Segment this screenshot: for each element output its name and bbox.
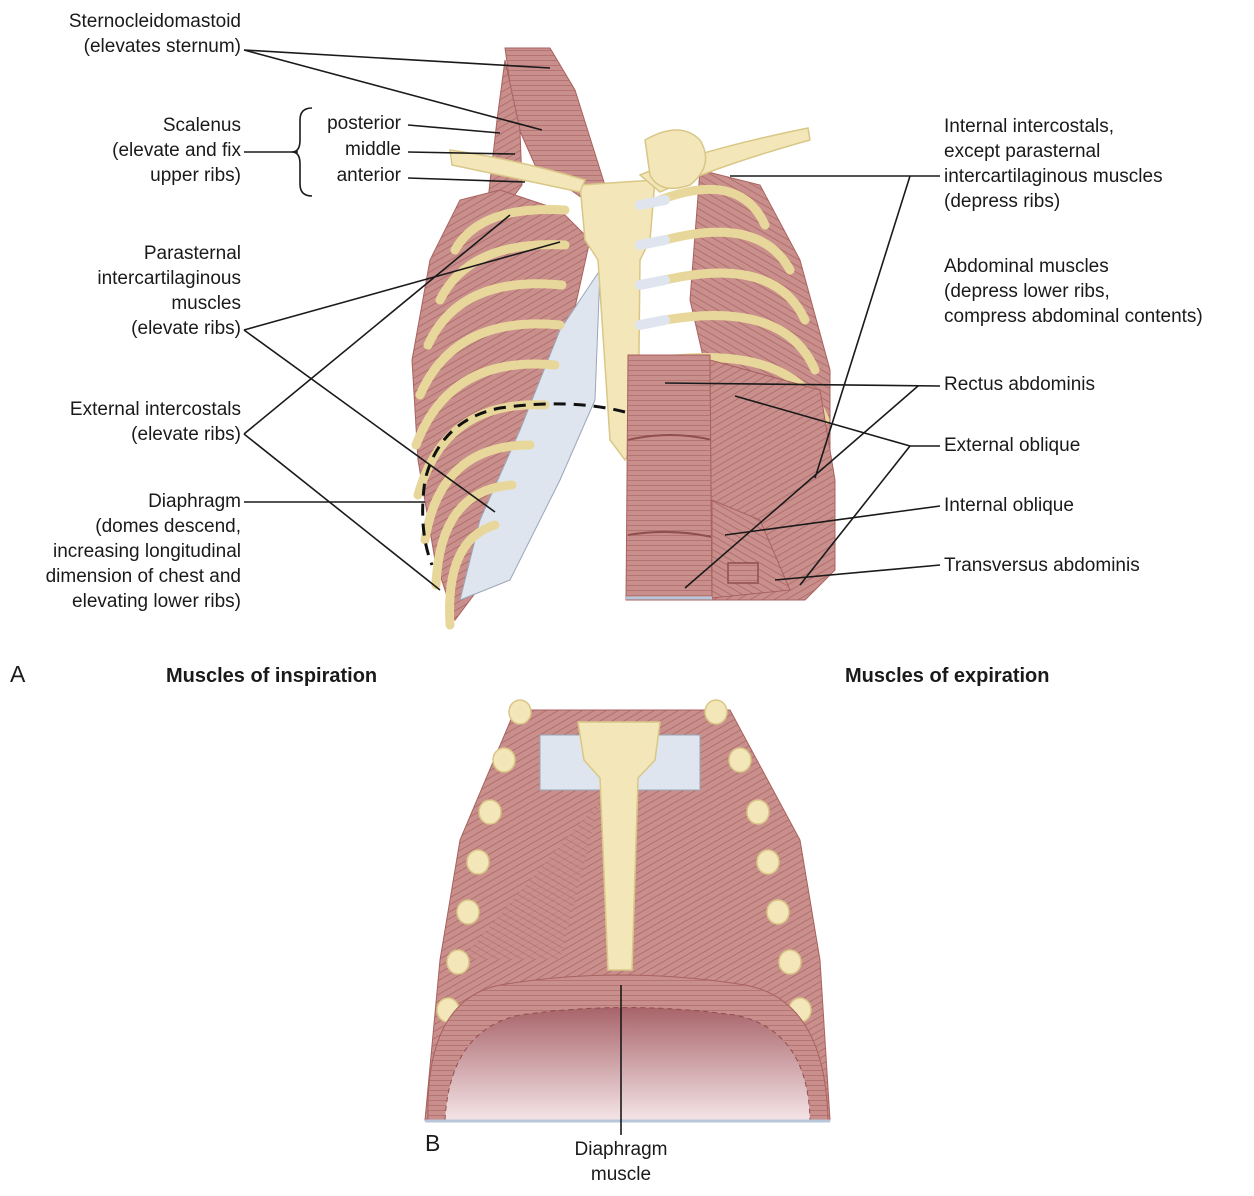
diaphragm-label: Diaphragm (domes descend, increasing lon… [45, 491, 241, 612]
panel-b-illustration [424, 699, 831, 1135]
sternocleidomastoid-label: Sternocleidomastoid (elevates sternum) [68, 11, 241, 57]
diaphragm-muscle-label: Diaphragm muscle [574, 1139, 668, 1185]
expiration-heading: Muscles of expiration [845, 665, 1050, 687]
parasternal-label: Parasternal intercartilaginous muscles (… [97, 243, 241, 339]
diaphragm-inner [444, 1007, 811, 1121]
transversus-abdominis-window [727, 562, 759, 584]
sternum-b [577, 721, 661, 971]
scalenus-brace [291, 107, 313, 197]
scalenus-anterior: anterior [336, 165, 401, 186]
internal-oblique-label: Internal oblique [944, 495, 1074, 516]
panel-a-letter: A [10, 661, 26, 687]
scalenus-middle: middle [345, 139, 401, 160]
first-rib-head [644, 129, 707, 190]
scalenus-posterior: posterior [327, 113, 401, 134]
abdominal-muscles-label: Abdominal muscles (depress lower ribs, c… [944, 256, 1203, 327]
external-intercostals-label: External intercostals (elevate ribs) [69, 399, 241, 445]
scalenus-label: Scalenus (elevate and fix upper ribs) [112, 115, 241, 186]
rectus-abdominis-label: Rectus abdominis [944, 374, 1096, 395]
rectus-abdominis-muscle [625, 354, 713, 601]
internal-intercostals-label: Internal intercostals, except parasterna… [944, 116, 1163, 212]
inspiration-heading: Muscles of inspiration [166, 665, 378, 687]
transversus-abdominis-label: Transversus abdominis [944, 555, 1140, 576]
thorax-illustration [411, 47, 836, 630]
diaphragm-dashed-outline [421, 402, 626, 566]
external-oblique-label: External oblique [944, 435, 1081, 456]
panel-b-letter: B [425, 1130, 441, 1156]
panel-a-leader-lines [243, 49, 941, 591]
scalenus-parts-label: posterior middle anterior [327, 111, 401, 189]
left-clavicle [449, 149, 587, 193]
